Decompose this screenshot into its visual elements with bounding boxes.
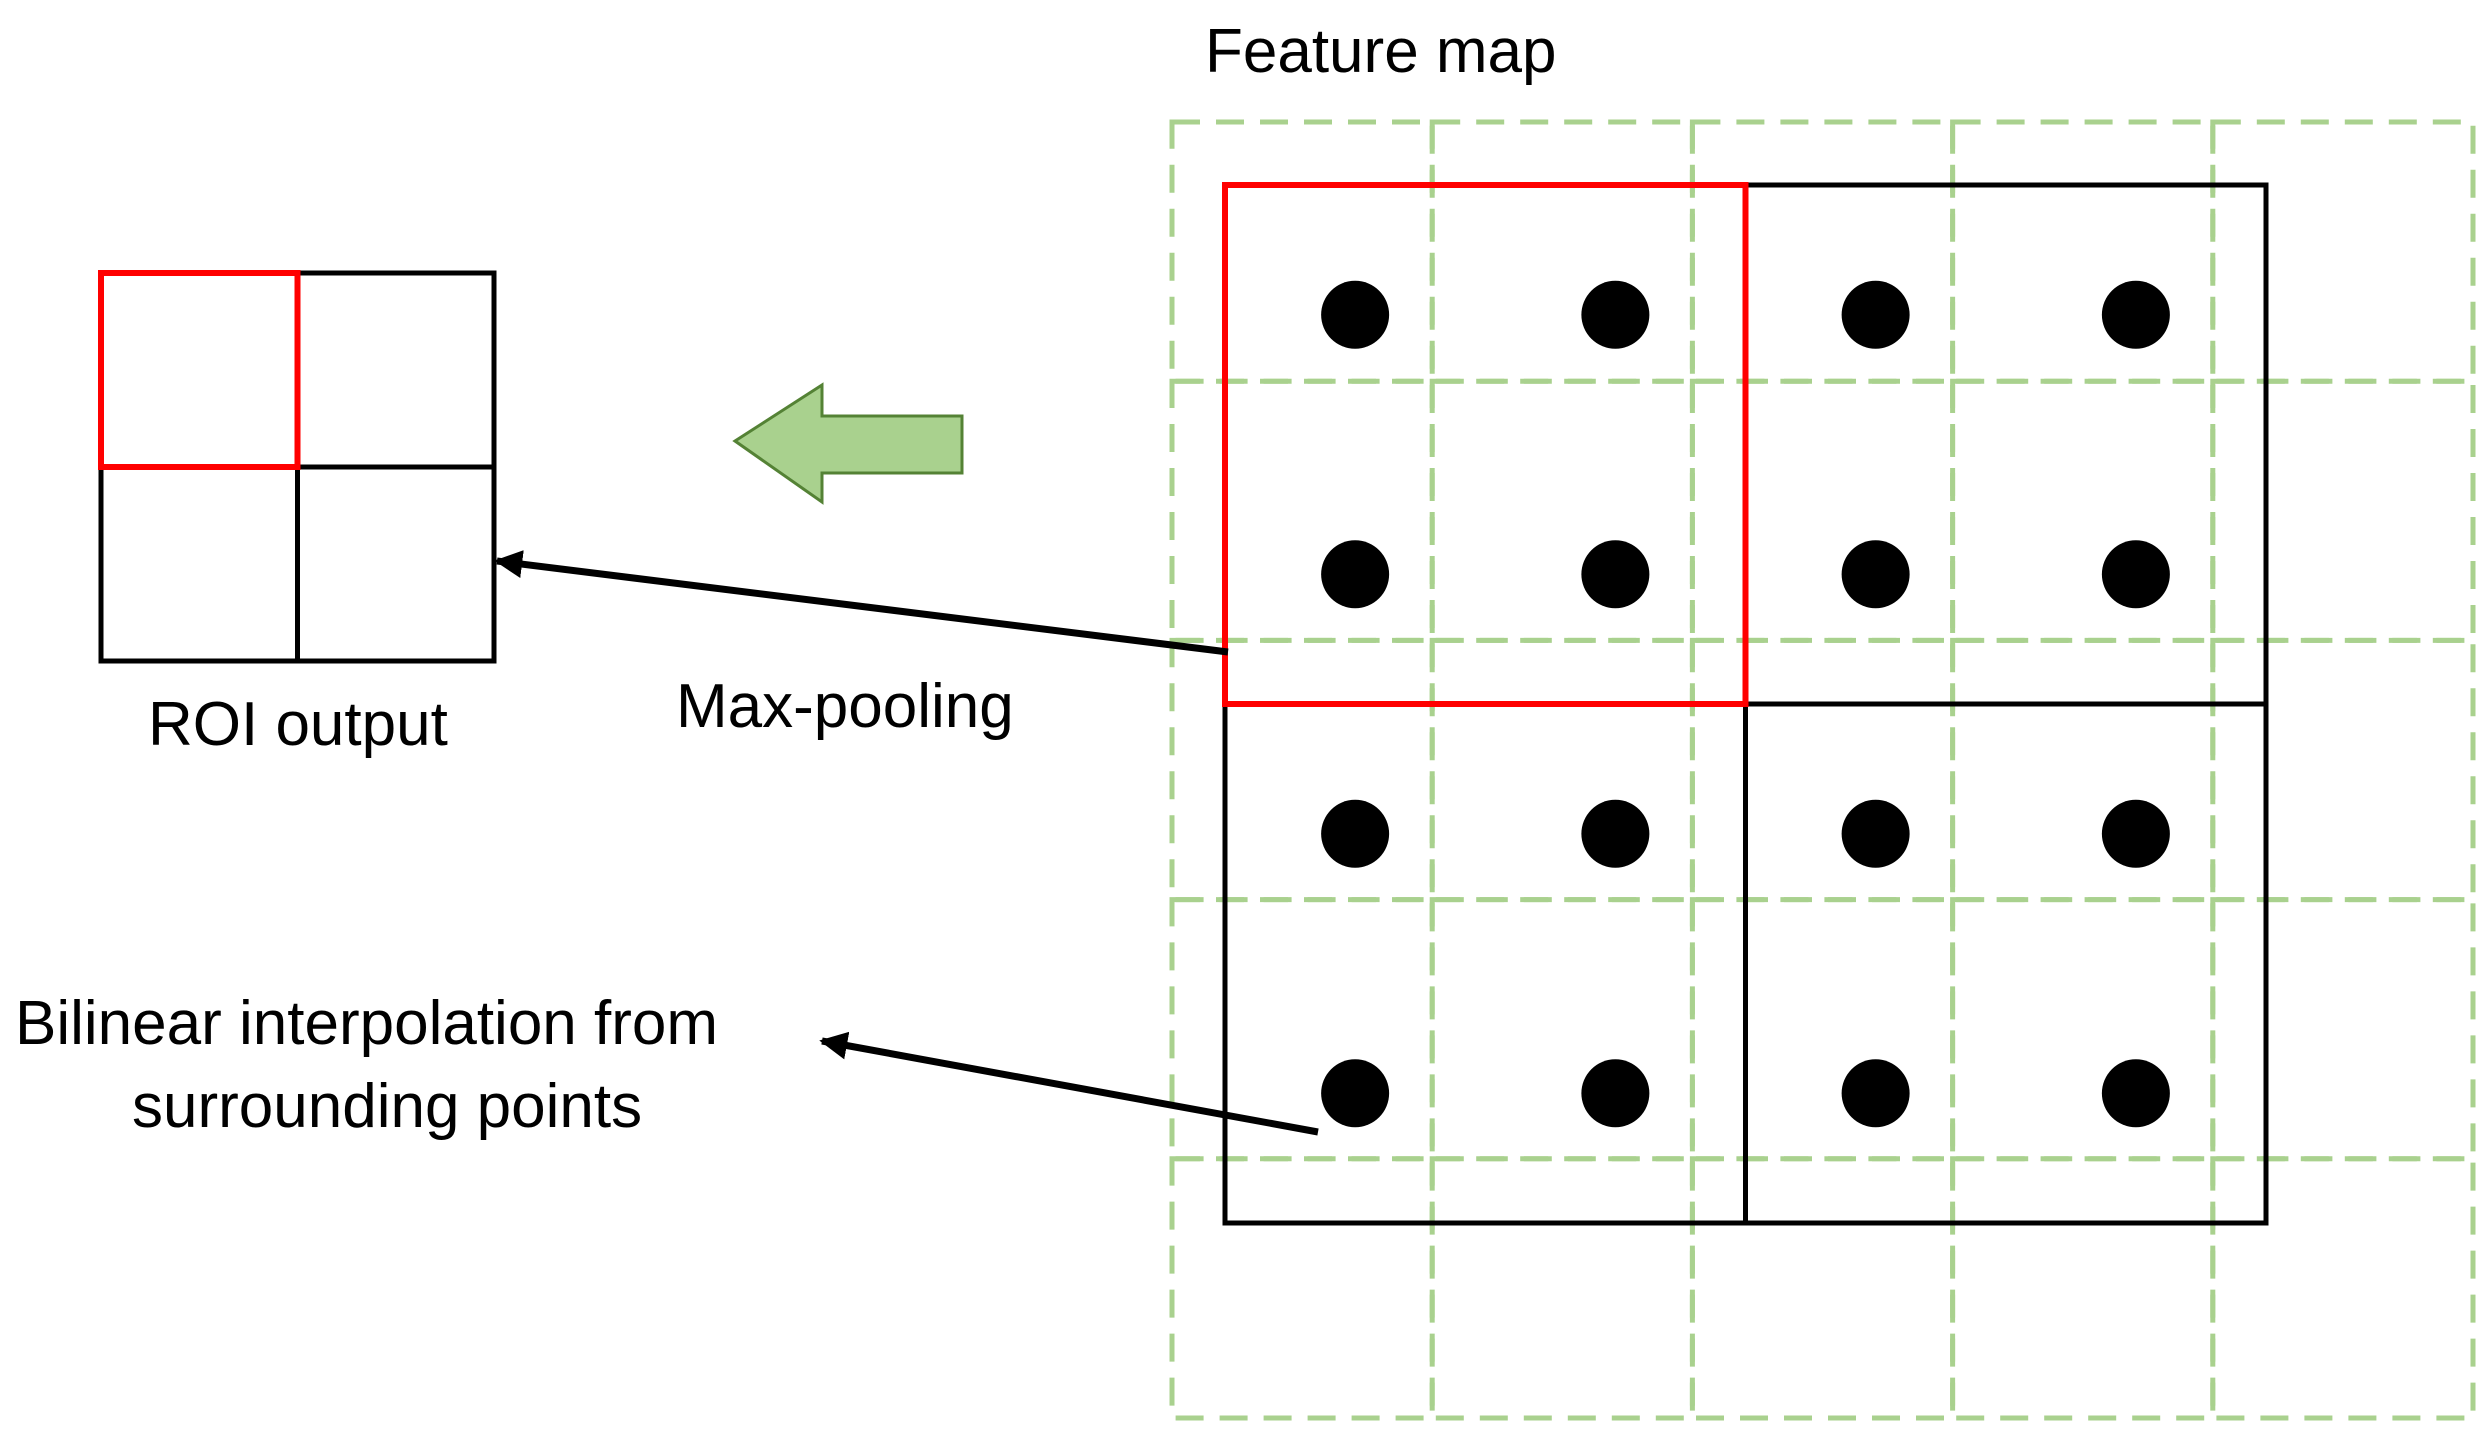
dashed-grid-cell [1950,119,2216,384]
dashed-grid-cell [2210,637,2476,903]
dashed-grid-cell [2210,897,2476,1162]
roi-output-label: ROI output [148,690,448,759]
sample-point [2101,280,2170,349]
left-arrow-icon [732,382,964,505]
roi-output-cell [98,270,300,470]
dashed-grid-cell [1169,637,1435,903]
dashed-grid-cell [1169,378,1435,643]
dashed-grid-cell [1950,637,2216,903]
roi-bin [1222,701,1748,1226]
sample-point [2101,1059,2170,1128]
dashed-grid-cell [1950,378,2216,643]
dashed-grid-cell [1429,1156,1695,1421]
sample-point [1841,1059,1910,1128]
sample-points [1321,280,2170,1128]
roi-bin [1743,701,2269,1226]
highlighted-roi-bin [1222,182,1749,707]
sample-point [1841,280,1910,349]
dashed-grid-cell [1689,119,1956,384]
sample-point [1581,799,1650,868]
bilinear-label-line1: Bilinear interpolation from [15,989,718,1058]
sample-point [1581,1059,1650,1128]
roi-output-highlighted-cell [98,270,301,470]
dashed-grid-cell [1169,1156,1435,1421]
sample-point [1841,799,1910,868]
dashed-grid-cell [1689,897,1956,1162]
roi-output-cell [295,270,497,470]
dashed-grid-cell [2210,378,2476,643]
sample-point [1841,540,1910,609]
dashed-grid-cell [1429,637,1695,903]
sample-point [1321,1059,1390,1128]
max-pooling-label: Max-pooling [676,672,1014,741]
dashed-grid-cell [1950,897,2216,1162]
dashed-grid-cell [1429,897,1695,1162]
max-pooling-arrow [494,550,1229,656]
sample-point [1321,540,1390,609]
sample-point [2101,540,2170,609]
bilinear-arrow [819,1031,1319,1136]
feature-map-title: Feature map [1205,17,1557,86]
roi-bin [1743,182,2269,707]
dashed-grid-cell [1689,637,1956,903]
roi-bin [1222,182,1748,707]
dashed-grid-cell [1429,378,1695,643]
sample-point [2101,799,2170,868]
dashed-grid-cell [2210,1156,2476,1421]
sample-point [1581,280,1650,349]
dashed-grid-cell [1169,119,1435,384]
dashed-grid-cell [1689,378,1956,643]
dashed-grid-cell [1950,1156,2216,1421]
sample-point [1321,799,1390,868]
bilinear-label-line2: surrounding points [132,1072,642,1141]
sample-point [1581,540,1650,609]
roi-output-cell [98,464,300,664]
dashed-grid-cell [1689,1156,1956,1421]
dashed-grid-cell [1169,897,1435,1162]
roi-output-grid [98,270,497,664]
sample-point [1321,280,1390,349]
dashed-grid-cell [1429,119,1695,384]
roi-output-cell [295,464,497,664]
dashed-grid-cell [2210,119,2476,384]
